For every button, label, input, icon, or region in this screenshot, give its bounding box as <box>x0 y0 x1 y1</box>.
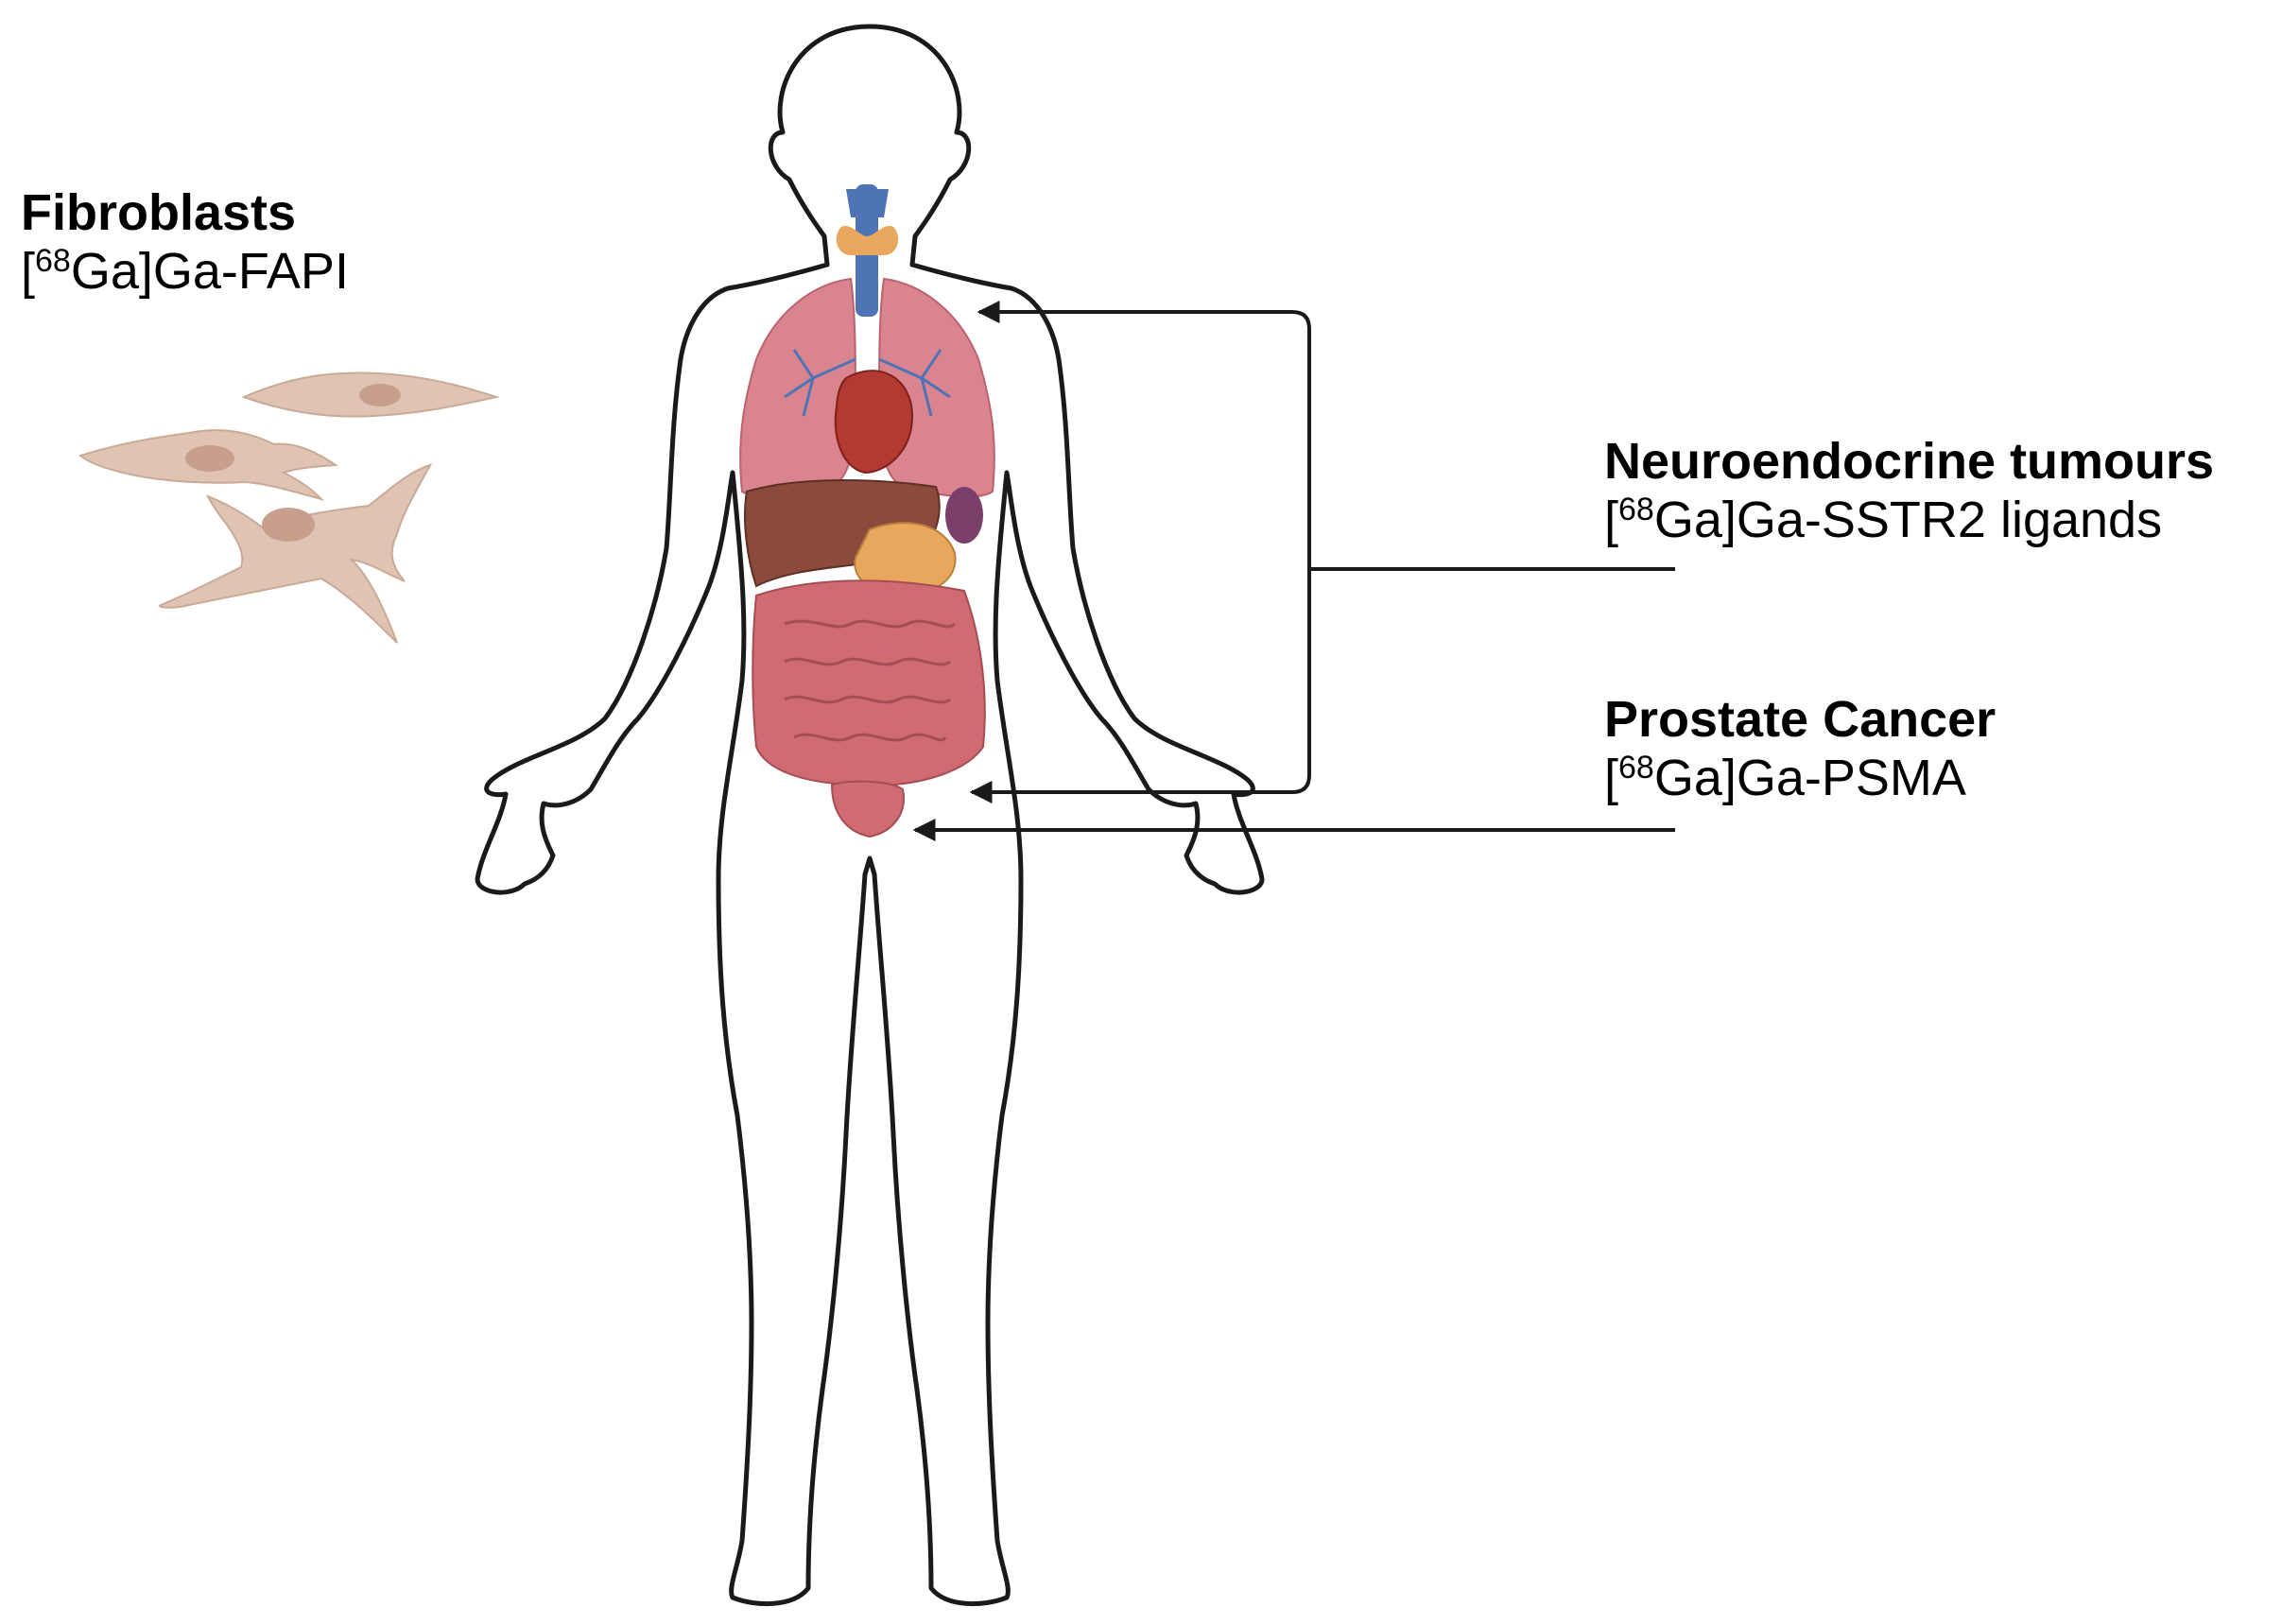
neuroendocrine-isotope-mass: 68 <box>1618 492 1654 528</box>
prostate-isotope-mass: 68 <box>1618 750 1654 786</box>
larynx <box>846 189 889 217</box>
organs <box>739 184 995 838</box>
fibroblasts-tracer-rest: Ga]Ga-FAPI <box>70 243 349 301</box>
fibroblast-cell-3 <box>159 463 433 644</box>
net-bracket-line <box>974 310 1675 794</box>
prostate-tracer: [68Ga]Ga-PSMA <box>1604 749 1996 807</box>
neuroendocrine-label: Neuroendocrine tumours [68Ga]Ga-SSTR2 li… <box>1604 432 2214 549</box>
prostate-tracer-rest: Ga]Ga-PSMA <box>1653 750 1966 807</box>
thyroid <box>836 225 899 255</box>
fibroblast-cells <box>78 371 500 644</box>
fibroblast-cell-2 <box>78 429 338 501</box>
body-outline <box>475 24 1265 1607</box>
intestine-coils <box>784 619 957 742</box>
neuroendocrine-tracer-rest: Ga]Ga-SSTR2 ligands <box>1653 492 2163 549</box>
neuroendocrine-tracer: [68Ga]Ga-SSTR2 ligands <box>1604 491 2214 549</box>
intestines <box>752 579 986 786</box>
spleen <box>945 487 983 544</box>
neuroendocrine-open-bracket: [ <box>1604 492 1619 549</box>
fibroblasts-isotope-mass: 68 <box>35 243 71 280</box>
connectors <box>912 301 1675 841</box>
fibroblasts-open-bracket: [ <box>21 243 36 301</box>
fibroblasts-label: Fibroblasts [68Ga]Ga-FAPI <box>21 183 349 301</box>
prostate-label: Prostate Cancer [68Ga]Ga-PSMA <box>1604 690 1996 807</box>
heart <box>834 370 914 475</box>
fibroblasts-tracer: [68Ga]Ga-FAPI <box>21 242 349 301</box>
prostate-title: Prostate Cancer <box>1604 691 1997 748</box>
bladder <box>830 780 905 838</box>
prostate-open-bracket: [ <box>1604 750 1619 807</box>
fibroblast-cell-1 <box>241 371 500 418</box>
bronchi <box>784 349 951 417</box>
neuroendocrine-title: Neuroendocrine tumours <box>1604 433 2215 490</box>
fibroblasts-title: Fibroblasts <box>21 184 297 241</box>
